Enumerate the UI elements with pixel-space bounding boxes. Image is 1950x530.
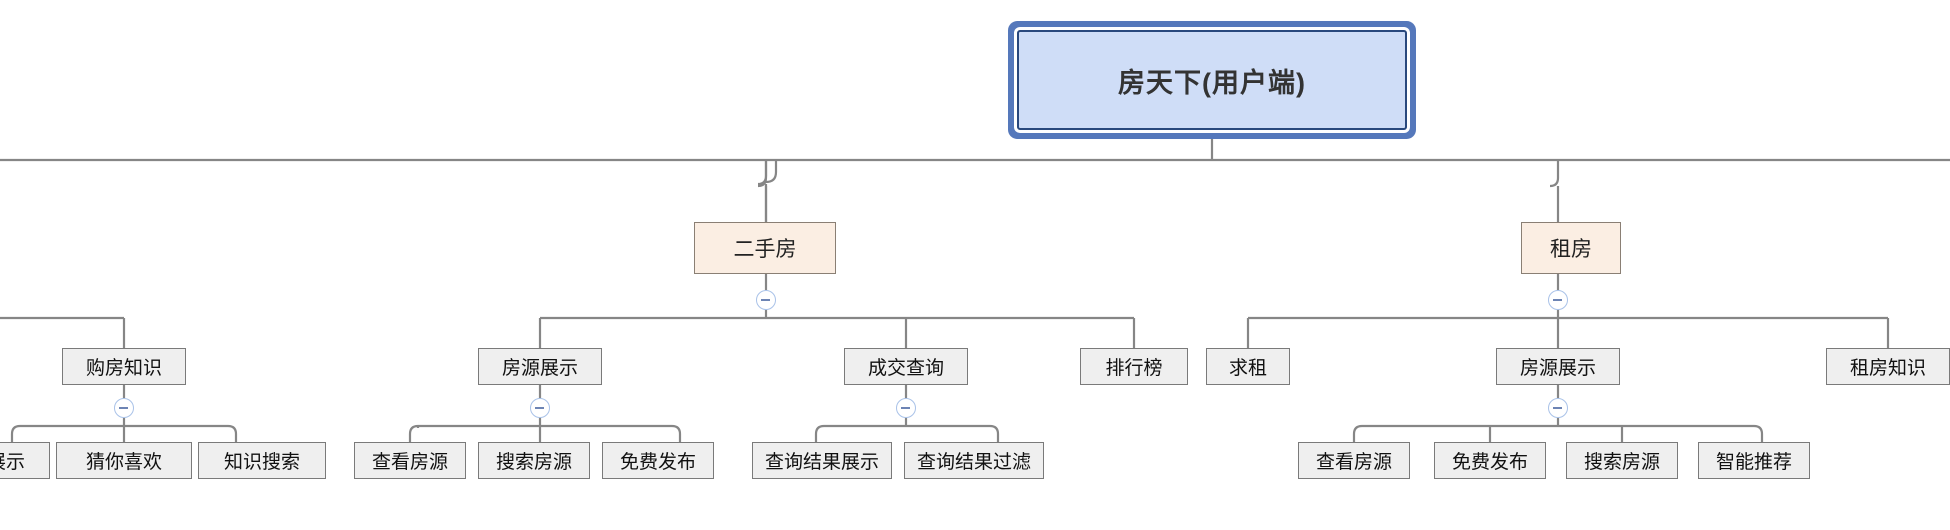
leaf-node-mianfei-fabu-zufang[interactable]: 免费发布	[1434, 442, 1546, 479]
node-qiuzu[interactable]: 求租	[1206, 348, 1290, 385]
collapse-toggle-ershoufang[interactable]	[756, 290, 776, 310]
node-fangyuan-zhanshi-ershoufang[interactable]: 房源展示	[478, 348, 602, 385]
node-fangyuan-zhanshi-zufang[interactable]: 房源展示	[1496, 348, 1620, 385]
collapse-toggle-fangyuan-zhanshi-ershoufang[interactable]	[530, 398, 550, 418]
leaf-node-mianfei-fabu-ershoufang[interactable]: 免费发布	[602, 442, 714, 479]
collapse-toggle-zufang[interactable]	[1548, 290, 1568, 310]
node-paihangbang[interactable]: 排行榜	[1080, 348, 1188, 385]
leaf-node-zhanshi[interactable]: 展示	[0, 442, 50, 479]
node-zufang-zhishi[interactable]: 租房知识	[1826, 348, 1950, 385]
leaf-node-caini-xihuan[interactable]: 猜你喜欢	[56, 442, 192, 479]
leaf-node-sousuo-fangyuan-zufang[interactable]: 搜索房源	[1566, 442, 1678, 479]
node-chengjiao-chaxun[interactable]: 成交查询	[844, 348, 968, 385]
branch-node-ershoufang[interactable]: 二手房	[694, 222, 836, 274]
collapse-toggle-fangyuan-zhanshi-zufang[interactable]	[1548, 398, 1568, 418]
collapse-toggle-chengjiao-chaxun[interactable]	[896, 398, 916, 418]
leaf-node-chaxun-jieguo-zhanshi[interactable]: 查询结果展示	[752, 442, 892, 479]
leaf-node-zhishi-sousuo[interactable]: 知识搜索	[198, 442, 326, 479]
leaf-node-chakan-fangyuan-ershoufang[interactable]: 查看房源	[354, 442, 466, 479]
branch-node-zufang[interactable]: 租房	[1521, 222, 1621, 274]
leaf-node-sousuo-fangyuan-ershoufang[interactable]: 搜索房源	[478, 442, 590, 479]
root-node[interactable]: 房天下(用户端)	[1017, 30, 1407, 130]
leaf-node-chaxun-jieguo-guolv[interactable]: 查询结果过滤	[904, 442, 1044, 479]
leaf-node-chakan-fangyuan-zufang[interactable]: 查看房源	[1298, 442, 1410, 479]
leaf-node-zhineng-tuijian[interactable]: 智能推荐	[1698, 442, 1810, 479]
collapse-toggle-goufang-zhishi[interactable]	[114, 398, 134, 418]
node-goufang-zhishi[interactable]: 购房知识	[62, 348, 186, 385]
